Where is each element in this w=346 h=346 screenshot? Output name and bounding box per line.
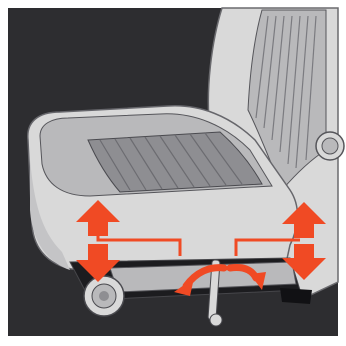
height-knob xyxy=(84,276,124,316)
recline-knob xyxy=(316,132,344,160)
